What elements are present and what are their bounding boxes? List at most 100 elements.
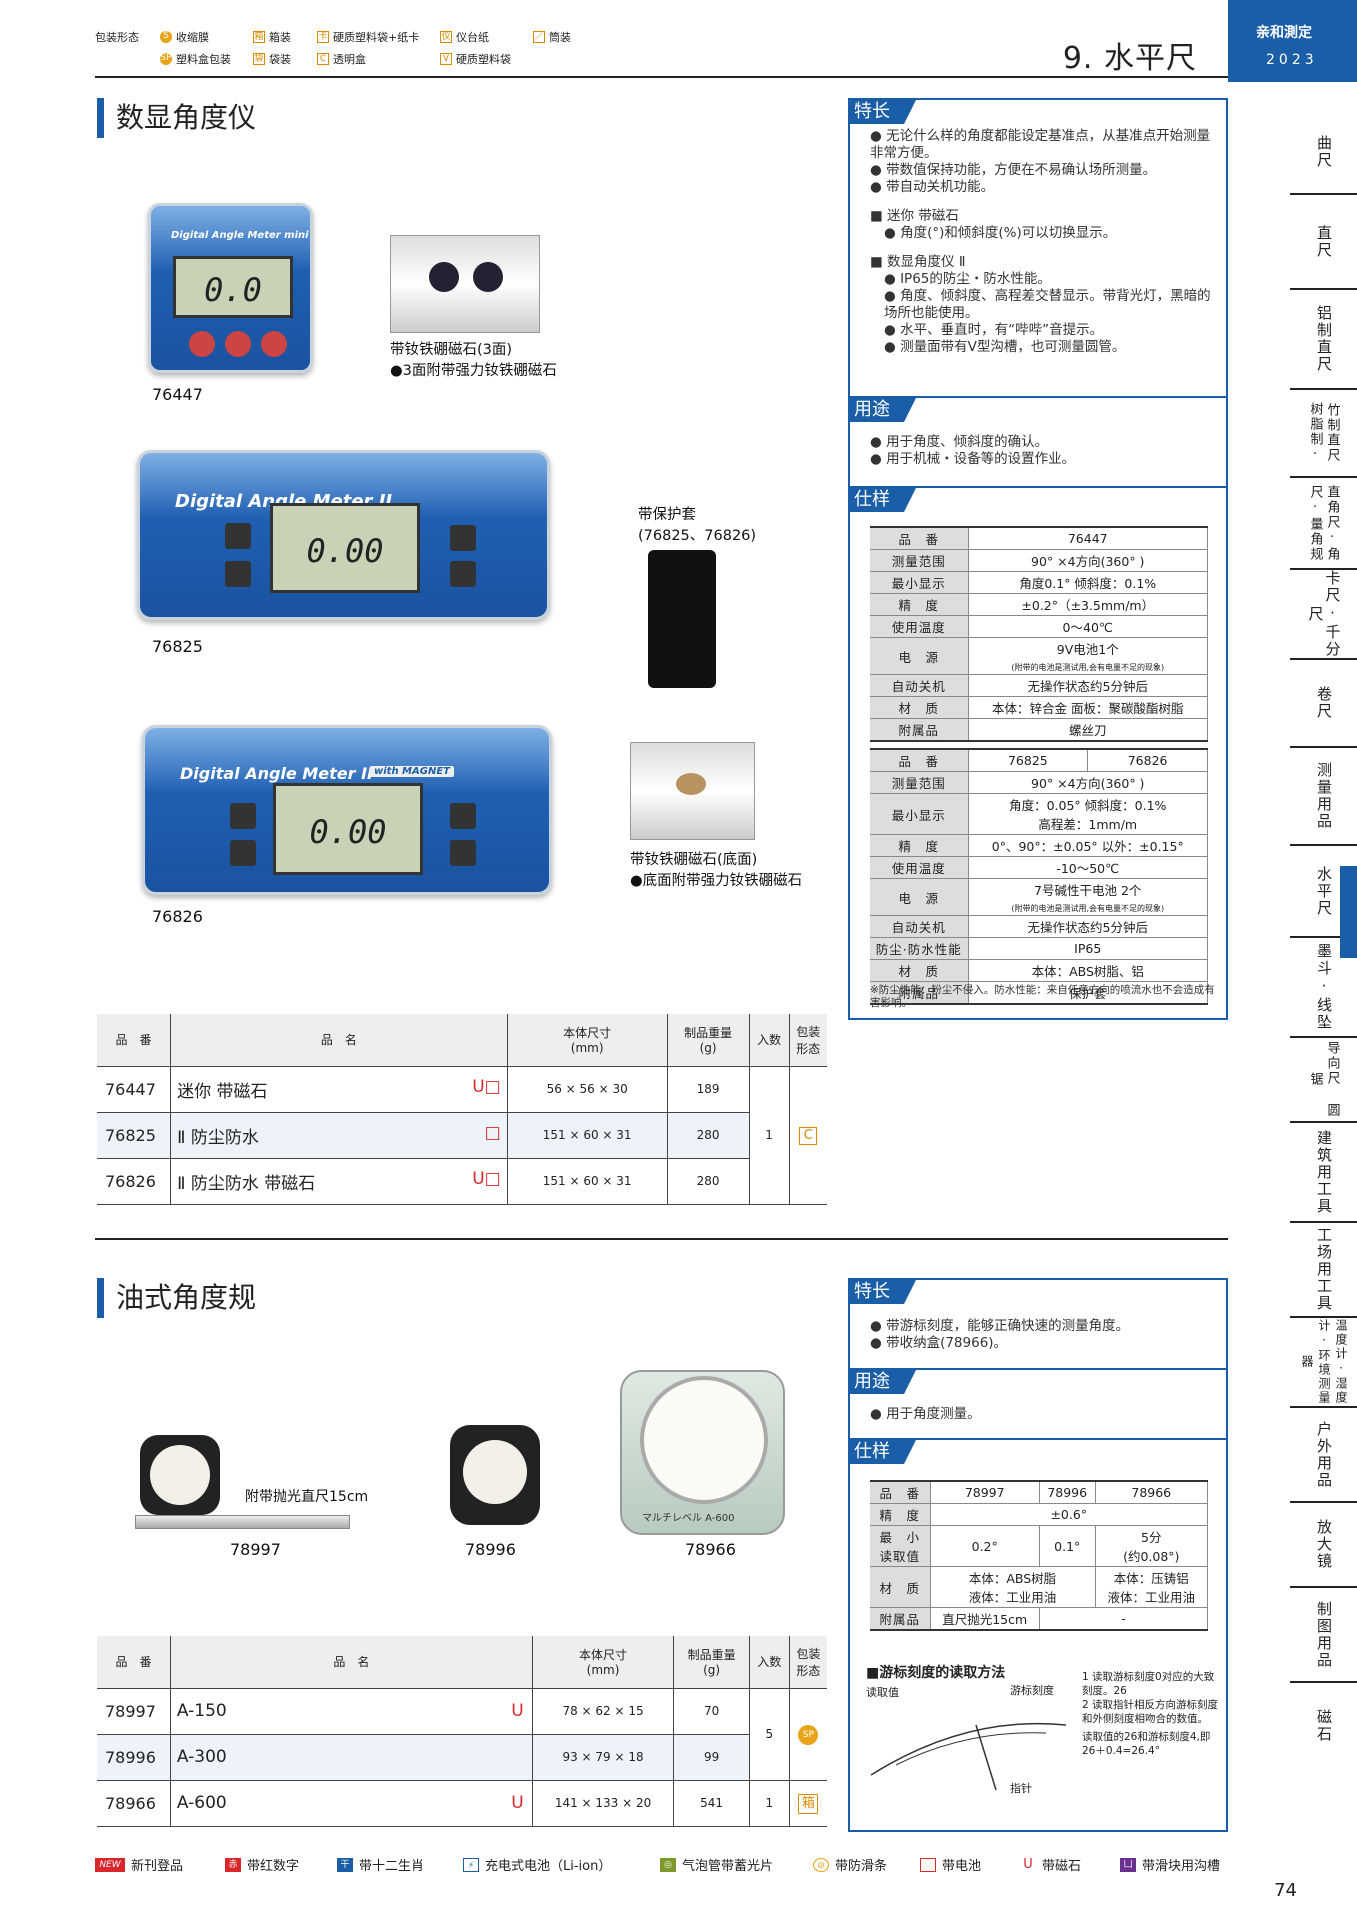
tab-guide-ruler[interactable]: 导向尺 圆锯 <box>1290 1038 1357 1123</box>
tab-building-tools[interactable]: 建筑用工具 <box>1290 1123 1357 1223</box>
spec-tag: 仕样 <box>850 488 916 512</box>
device-label: マルチレベル A-600 <box>642 1513 735 1524</box>
table-header: 品 番 品 名 本体尺寸 (mm) 制品重量 (g) 入数 包装 形态 <box>97 1014 827 1067</box>
section-title-oil-angle: 油式角度规 <box>97 1278 256 1318</box>
image-76447: Digital Angle Meter mini 0.0 <box>148 203 313 373</box>
spec-row: 附属品螺丝刀 <box>870 718 1208 742</box>
lcd-display: 0.00 <box>270 503 420 593</box>
battery-icon: □ <box>484 1122 501 1143</box>
button-on-zero <box>225 561 251 587</box>
pack-hardbag-card: 卡硬质塑料袋+纸卡 <box>317 31 420 44</box>
usage-item: ● 用于角度测量。 <box>870 1406 981 1422</box>
usage-tag: 用途 <box>850 1370 916 1394</box>
dial <box>463 1440 527 1504</box>
magnet-icon: U <box>511 1701 524 1721</box>
section-divider <box>95 1238 1228 1240</box>
tab-measure-supplies[interactable]: 测量用品 <box>1290 748 1357 846</box>
spec-row: 精 度±0.6° <box>870 1503 1208 1526</box>
features-panel-1: 特长 ● 无论什么样的角度都能设定基准点，从基准点开始测量非常方便。 ● 带数值… <box>848 98 1228 398</box>
tab-ruler[interactable]: 直尺 <box>1290 195 1357 290</box>
lcd-display: 0.00 <box>273 783 423 875</box>
feature-item: ● 带游标刻度，能够正确快速的测量角度。 <box>870 1318 1130 1334</box>
table-row: 78996 A-300 93 × 79 × 18 99 <box>97 1734 827 1781</box>
button-onoff <box>189 331 215 357</box>
dial <box>150 1445 210 1505</box>
red-digit-icon: 赤 <box>225 1857 241 1872</box>
tab-square[interactable]: 曲尺 <box>1290 110 1357 195</box>
image-78996 <box>450 1425 540 1525</box>
tab-caliper[interactable]: 卡尺·千分尺 <box>1290 570 1357 660</box>
brand-box: 亲和測定 2023 <box>1228 0 1357 82</box>
feature-item: ● 水平、垂直时，有“哔哔”音提示。 <box>884 322 1104 338</box>
magnet-bottom-caption: 带钕铁硼磁石(底面) ●底面附带强力钕铁硼磁石 <box>630 852 803 889</box>
spec-row: 使用温度-10～50℃ <box>870 856 1208 879</box>
legend-li-ion: ⚡充电式电池（Li-ion） <box>463 1855 611 1874</box>
image-78966: マルチレベル A-600 <box>620 1370 785 1535</box>
tab-tape[interactable]: 卷尺 <box>1290 660 1357 748</box>
spec-row: 附属品保护套 <box>870 981 1208 1005</box>
tab-factory-tools[interactable]: 工场用工具 <box>1290 1223 1357 1318</box>
plastic-box-icon: SP <box>160 53 172 65</box>
vernier-scale-label: 游标刻度 <box>1010 1684 1054 1697</box>
legend-luminous: ◎气泡管带蓄光片 <box>660 1855 773 1874</box>
tab-alu-ruler[interactable]: 铝制直尺 <box>1290 290 1357 390</box>
code-label-78966: 78966 <box>685 1540 736 1559</box>
clear-box-icon: C <box>317 53 329 65</box>
tab-outdoor[interactable]: 户外用品 <box>1290 1408 1357 1503</box>
tab-magnifier[interactable]: 放大镜 <box>1290 1503 1357 1588</box>
tab-magnet[interactable]: 磁石 <box>1315 1708 1333 1743</box>
spec-row: 附属品直尺抛光15cm- <box>870 1607 1209 1631</box>
chapter-title: 9. 水平尺 <box>1062 41 1197 76</box>
button-hold <box>230 803 256 829</box>
button-zero <box>261 331 287 357</box>
tab-bamboo-ruler[interactable]: 竹制直尺 树脂制· <box>1290 390 1357 478</box>
spec-row: 最小显示角度0.1° 倾斜度：0.1% <box>870 571 1208 594</box>
button-light <box>450 803 476 829</box>
legend-slider-groove: 凵带滑块用沟槽 <box>1120 1855 1220 1874</box>
spec-row: 自动关机无操作状态约5分钟后 <box>870 674 1208 697</box>
magnet-icon: U□ <box>472 1076 501 1097</box>
dial <box>640 1376 768 1504</box>
button-mode <box>450 840 476 866</box>
vernier-needle-label: 指针 <box>1010 1782 1032 1795</box>
legend-antislip: ⊘带防滑条 <box>813 1855 887 1874</box>
magnet-dot <box>676 773 706 795</box>
product-table-oil: 品 番 品 名 本体尺寸 (mm) 制品重量 (g) 入数 包装 形态 7899… <box>97 1636 827 1827</box>
feature-item: ● 测量面带有V型沟槽，也可测量圆管。 <box>884 339 1126 355</box>
code-label-76826: 76826 <box>152 907 203 926</box>
spec-row: 最小显示角度：0.05° 倾斜度：0.1% 高程差：1mm/m <box>870 793 1208 835</box>
battery-icon <box>920 1857 936 1872</box>
legend-zodiac: 干带十二生肖 <box>337 1855 424 1874</box>
tab-square-protractor[interactable]: 直角尺·角尺·量角规 <box>1290 478 1357 570</box>
tab-thermometer[interactable]: 温度计·湿度计·环境测量器 <box>1290 1318 1357 1408</box>
device-tag: with MAGNET <box>370 766 454 777</box>
product-table-digital: 品 番 品 名 本体尺寸 (mm) 制品重量 (g) 入数 包装 形态 7644… <box>97 1014 827 1205</box>
usage-panel-2: 用途 ● 用于角度测量。 <box>848 1370 1228 1440</box>
tab-drafting[interactable]: 制图用品 <box>1290 1588 1357 1683</box>
device-label: Digital Angle Meter II <box>180 764 373 783</box>
spec-tag: 仕样 <box>850 1440 916 1464</box>
hardbag-icon: V <box>440 53 452 65</box>
image-78997 <box>140 1435 220 1515</box>
bag-icon: 袋 <box>253 53 265 65</box>
usage-item: ● 用于角度、倾斜度的确认。 <box>870 434 1049 450</box>
luminous-icon: ◎ <box>660 1857 676 1872</box>
shrink-icon: S <box>160 31 172 43</box>
tab-chalk-line[interactable]: 墨斗·线坠 <box>1290 938 1357 1038</box>
brand-year: 2023 <box>1266 52 1318 68</box>
table-row: 76825 Ⅱ 防尘防水□ 151 × 60 × 31 280 <box>97 1112 827 1159</box>
legend-battery: 带电池 <box>920 1855 981 1874</box>
features-panel-2: 特长 ● 带游标刻度，能够正确快速的测量角度。 ● 带收纳盒(78966)。 <box>848 1278 1228 1370</box>
feature-item: ● 带数值保持功能，方便在不易确认场所测量。 <box>870 162 1157 178</box>
